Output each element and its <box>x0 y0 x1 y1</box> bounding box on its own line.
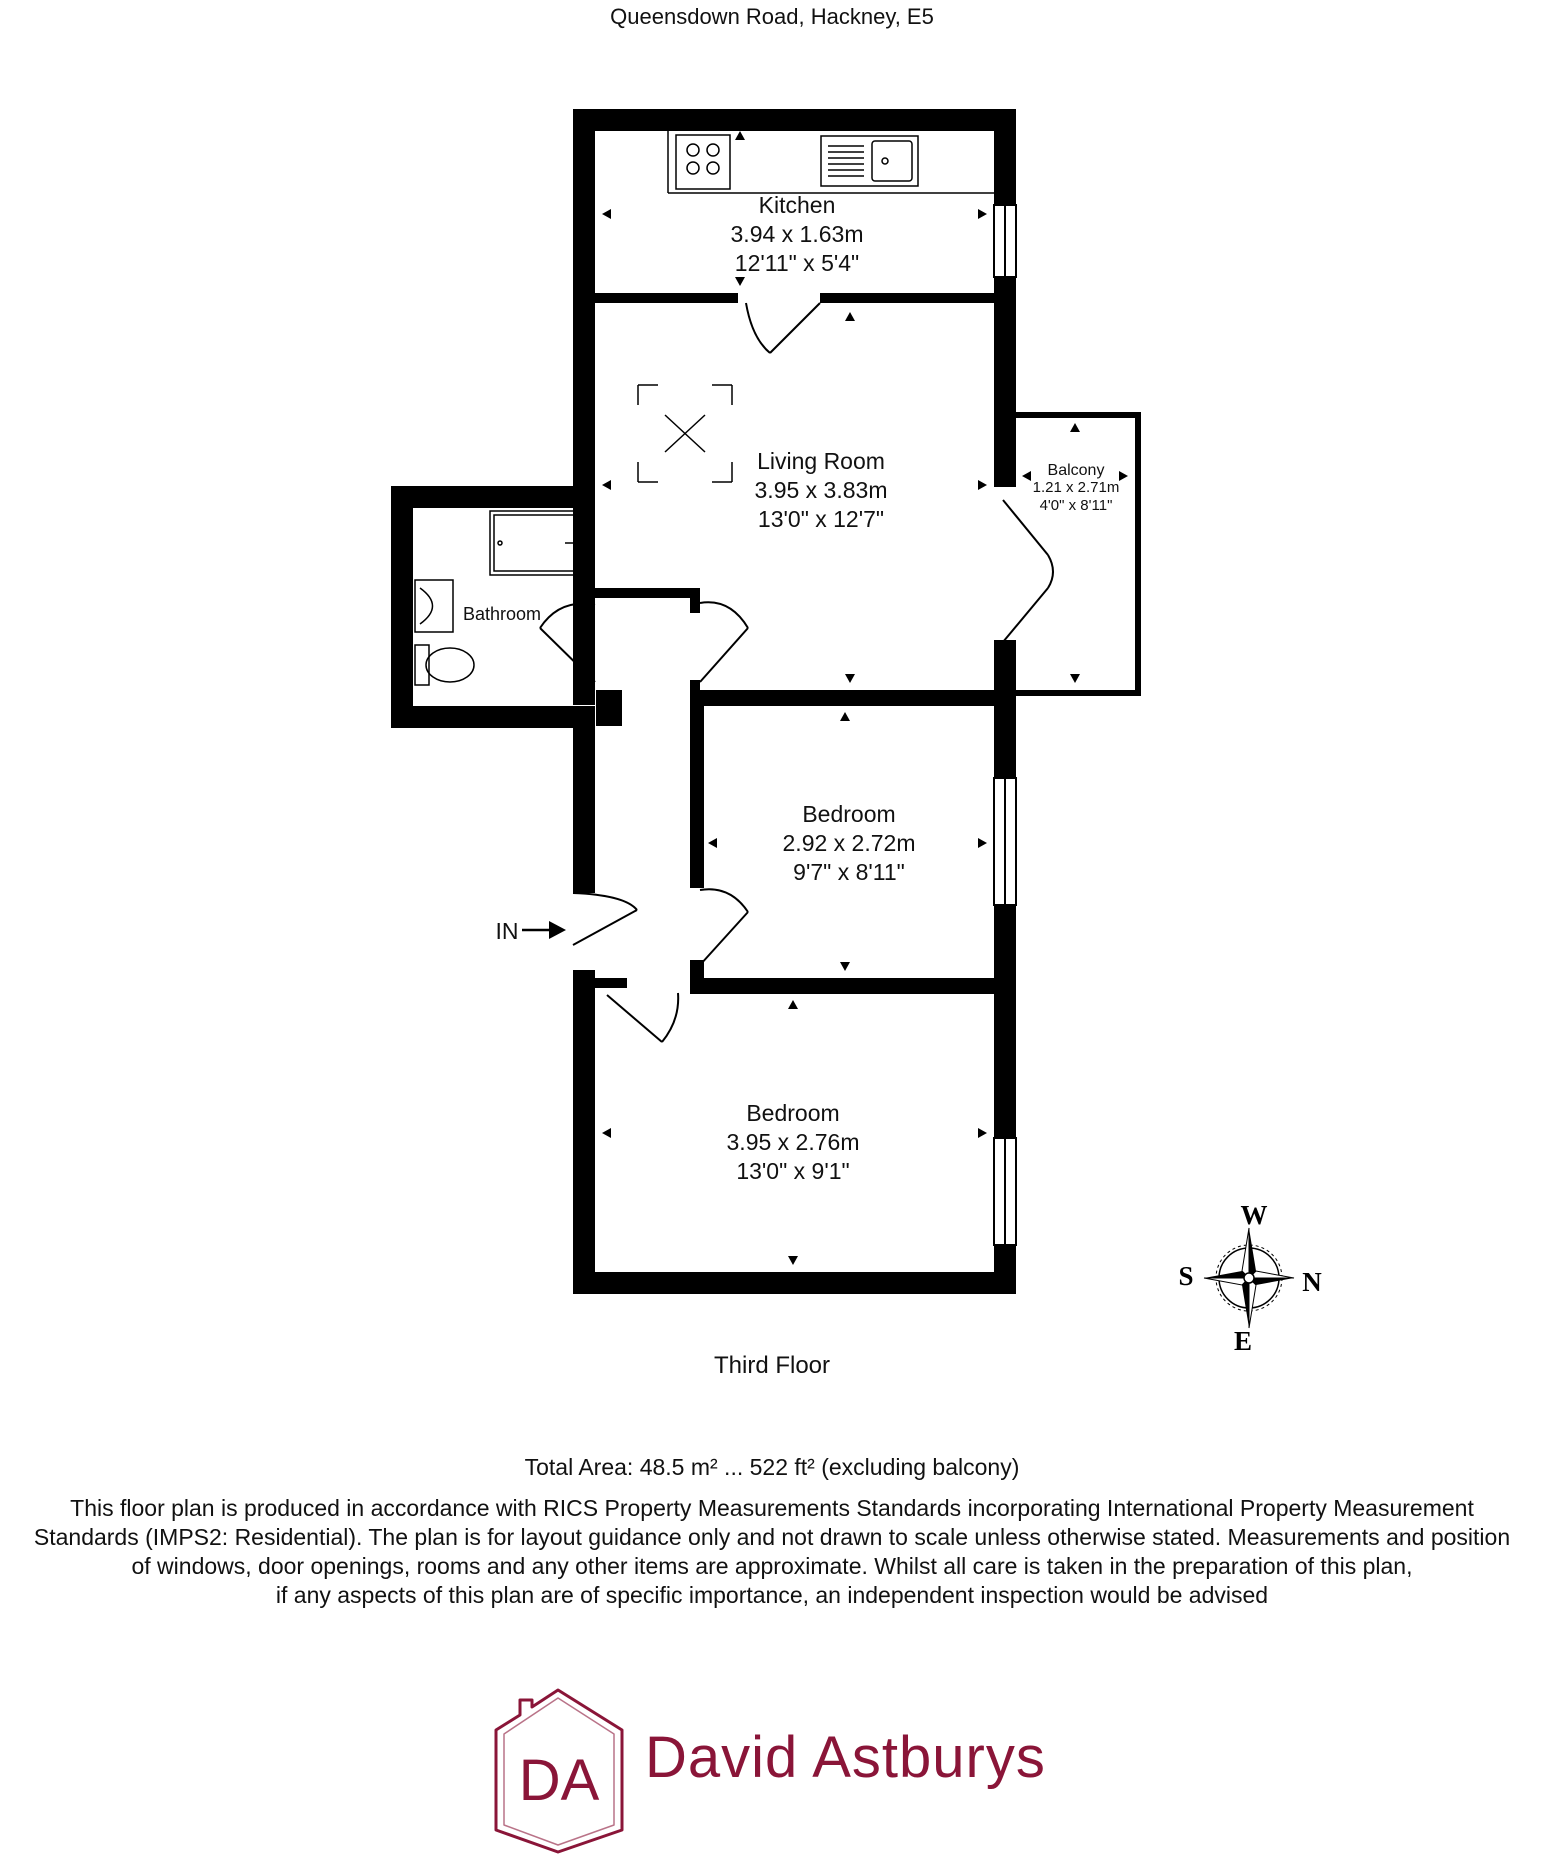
bedroom-2-name: Bedroom <box>746 1100 839 1126</box>
living-room-metric: 3.95 x 3.83m <box>755 477 888 503</box>
kitchen-fixtures <box>667 131 994 194</box>
brand-name: David Astburys <box>645 1725 1046 1790</box>
living-room-name: Living Room <box>757 448 885 474</box>
skylight-icon <box>637 384 733 483</box>
total-area: Total Area: 48.5 m² ... 522 ft² (excludi… <box>524 1454 1020 1480</box>
disclaimer-line: Standards (IMPS2: Residential). The plan… <box>33 1524 1511 1550</box>
hob-icon <box>675 134 731 190</box>
disclaimer: This floor plan is produced in accordanc… <box>0 1494 1544 1610</box>
entrance-arrow-icon <box>522 921 566 939</box>
balcony-name: Balcony <box>1048 462 1105 479</box>
bathroom-fixtures <box>414 510 583 686</box>
disclaimer-line: if any aspects of this plan are of speci… <box>275 1582 1269 1608</box>
walls <box>391 109 1141 1294</box>
kitchen-metric: 3.94 x 1.63m <box>731 221 864 247</box>
brand-monogram: DA <box>519 1748 600 1813</box>
compass-rose-icon <box>1203 1227 1295 1329</box>
property-address: Queensdown Road, Hackney, E5 <box>610 4 934 29</box>
compass-left-label: S <box>1178 1261 1193 1291</box>
living-room-imperial: 13'0" x 12'7" <box>758 506 884 532</box>
brand-logo: DA <box>494 1688 624 1854</box>
balcony-imperial: 4'0" x 8'11" <box>1040 497 1113 514</box>
balcony-metric: 1.21 x 2.71m <box>1033 479 1120 496</box>
bathroom-name: Bathroom <box>463 604 541 624</box>
bedroom-2-imperial: 13'0" x 9'1" <box>736 1158 849 1184</box>
windows <box>993 204 1017 1246</box>
floor-label: Third Floor <box>713 1352 831 1379</box>
disclaimer-line: of windows, door openings, rooms and any… <box>131 1553 1413 1579</box>
compass-bottom-label: E <box>1234 1326 1252 1356</box>
shower-icon <box>489 510 583 576</box>
toilet-icon <box>414 644 430 686</box>
compass-top-label: W <box>1241 1200 1268 1230</box>
sink-icon <box>820 135 919 187</box>
bedroom-1-imperial: 9'7" x 8'11" <box>793 859 905 885</box>
kitchen-name: Kitchen <box>759 192 836 218</box>
compass-right-label: N <box>1302 1267 1322 1297</box>
compass-letters: W N E S <box>1178 1200 1322 1356</box>
room-labels: Kitchen 3.94 x 1.63m 12'11" x 5'4" Livin… <box>463 192 1119 1184</box>
house-outline-icon <box>494 1688 624 1854</box>
doors <box>539 302 1054 1043</box>
bedroom-1-metric: 2.92 x 2.72m <box>783 830 916 856</box>
dimension-markers <box>602 131 1128 1265</box>
bedroom-1-name: Bedroom <box>802 801 895 827</box>
basin-icon <box>414 579 454 633</box>
entrance-label: IN <box>496 918 519 944</box>
bedroom-2-metric: 3.95 x 2.76m <box>727 1129 860 1155</box>
disclaimer-line: This floor plan is produced in accordanc… <box>70 1495 1474 1521</box>
kitchen-imperial: 12'11" x 5'4" <box>735 250 859 276</box>
